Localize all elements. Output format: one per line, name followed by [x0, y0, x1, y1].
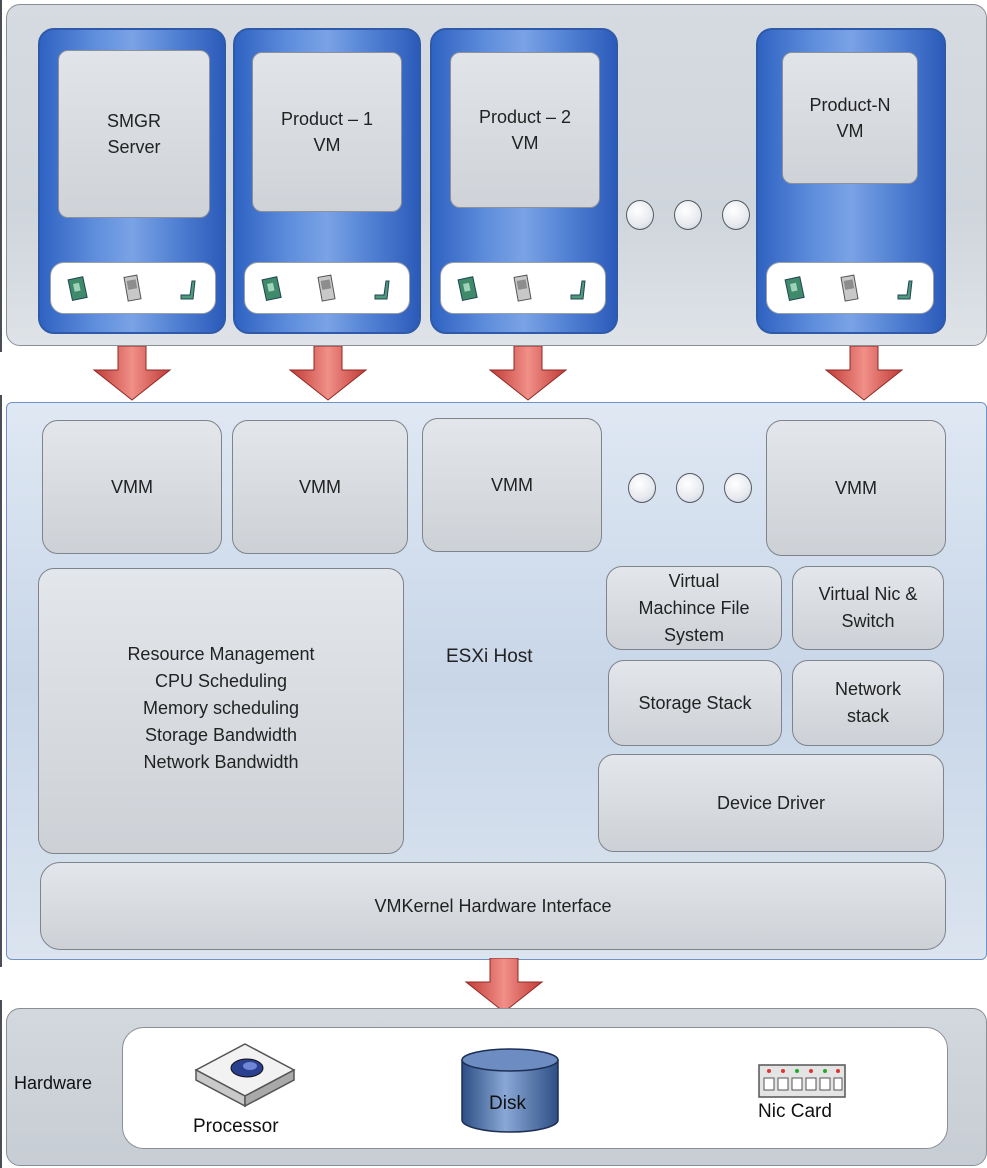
network-stack-label: Network stack	[834, 679, 901, 726]
vmfs-label: Virtual Machince File System	[638, 570, 750, 645]
storage-stack-label: Storage Stack	[638, 692, 752, 713]
ellipsis-dot	[674, 200, 702, 230]
device-driver-label: Device Driver	[716, 792, 826, 813]
resource-management-text: Resource Management CPU Scheduling Memor…	[127, 643, 315, 772]
nic-card-label: Nic Card	[758, 1101, 832, 1122]
vmm-box[interactable]: VMM	[766, 420, 946, 556]
ellipsis-dot	[676, 473, 704, 503]
device-strip	[766, 262, 934, 314]
cpu-chip-icon	[784, 276, 805, 302]
storage-stack-box[interactable]: Storage Stack	[608, 660, 782, 746]
processor-icon[interactable]	[192, 1040, 298, 1112]
nic-card-icon[interactable]	[758, 1062, 846, 1100]
esxi-host-label: ESXi Host	[446, 646, 533, 667]
vmfs-box[interactable]: Virtual Machince File System	[606, 566, 782, 650]
network-stack-box[interactable]: Network stack	[792, 660, 944, 746]
device-strip	[440, 262, 606, 314]
down-arrow-icon	[92, 346, 172, 401]
processor-label: Processor	[193, 1116, 279, 1137]
more-vmms-ellipsis	[628, 473, 752, 503]
vm-card-label: Product-N VM	[809, 95, 891, 141]
down-arrow-icon	[824, 346, 904, 401]
device-strip	[244, 262, 410, 314]
hardware-title: Hardware	[14, 1073, 93, 1093]
down-arrow-icon	[464, 958, 544, 1013]
resource-management-box[interactable]: Resource Management CPU Scheduling Memor…	[38, 568, 404, 854]
disk-drive-icon	[123, 274, 142, 302]
vm-card-inner: Product – 1 VM	[252, 52, 402, 212]
cpu-chip-icon	[261, 276, 283, 302]
disk-drive-icon	[317, 274, 336, 302]
vmkernel-hardware-interface-box[interactable]: VMKernel Hardware Interface	[40, 862, 946, 950]
network-card-icon	[897, 280, 913, 300]
network-card-icon	[180, 280, 196, 300]
down-arrow-icon	[488, 346, 568, 401]
vm-card-label: SMGR Server	[107, 111, 161, 157]
more-vms-ellipsis	[626, 200, 750, 230]
cpu-chip-icon	[67, 276, 89, 302]
cpu-chip-icon	[457, 276, 479, 302]
device-driver-box[interactable]: Device Driver	[598, 754, 944, 852]
down-arrow-icon	[288, 346, 368, 401]
disk-drive-icon	[513, 274, 532, 302]
left-edge-line	[0, 0, 2, 352]
disk-drive-icon	[840, 274, 859, 302]
vmm-label: VMM	[111, 476, 153, 497]
network-card-icon	[570, 280, 586, 300]
network-card-icon	[374, 280, 390, 300]
ellipsis-dot	[722, 200, 750, 230]
vmkernel-label: VMKernel Hardware Interface	[374, 895, 612, 916]
vmm-label: VMM	[835, 477, 877, 498]
vm-card-label: Product – 1 VM	[280, 109, 374, 155]
ellipsis-dot	[724, 473, 752, 503]
left-edge-line	[0, 395, 2, 967]
disk-label: Disk	[489, 1093, 526, 1114]
vm-card-inner: Product-N VM	[782, 52, 918, 184]
vmm-box[interactable]: VMM	[42, 420, 222, 554]
vm-card-inner: SMGR Server	[58, 50, 210, 218]
virtual-nic-box[interactable]: Virtual Nic & Switch	[792, 566, 944, 650]
left-edge-line	[0, 1000, 2, 1168]
virtual-nic-label: Virtual Nic & Switch	[818, 584, 918, 631]
vmm-label: VMM	[491, 474, 533, 495]
ellipsis-dot	[626, 200, 654, 230]
disk-icon[interactable]	[460, 1048, 560, 1134]
vmm-label: VMM	[299, 476, 341, 497]
vmm-box[interactable]: VMM	[232, 420, 408, 554]
vm-card-label: Product – 2 VM	[478, 107, 572, 153]
device-strip	[50, 262, 216, 314]
vm-card-inner: Product – 2 VM	[450, 52, 600, 208]
ellipsis-dot	[628, 473, 656, 503]
vmm-box[interactable]: VMM	[422, 418, 602, 552]
